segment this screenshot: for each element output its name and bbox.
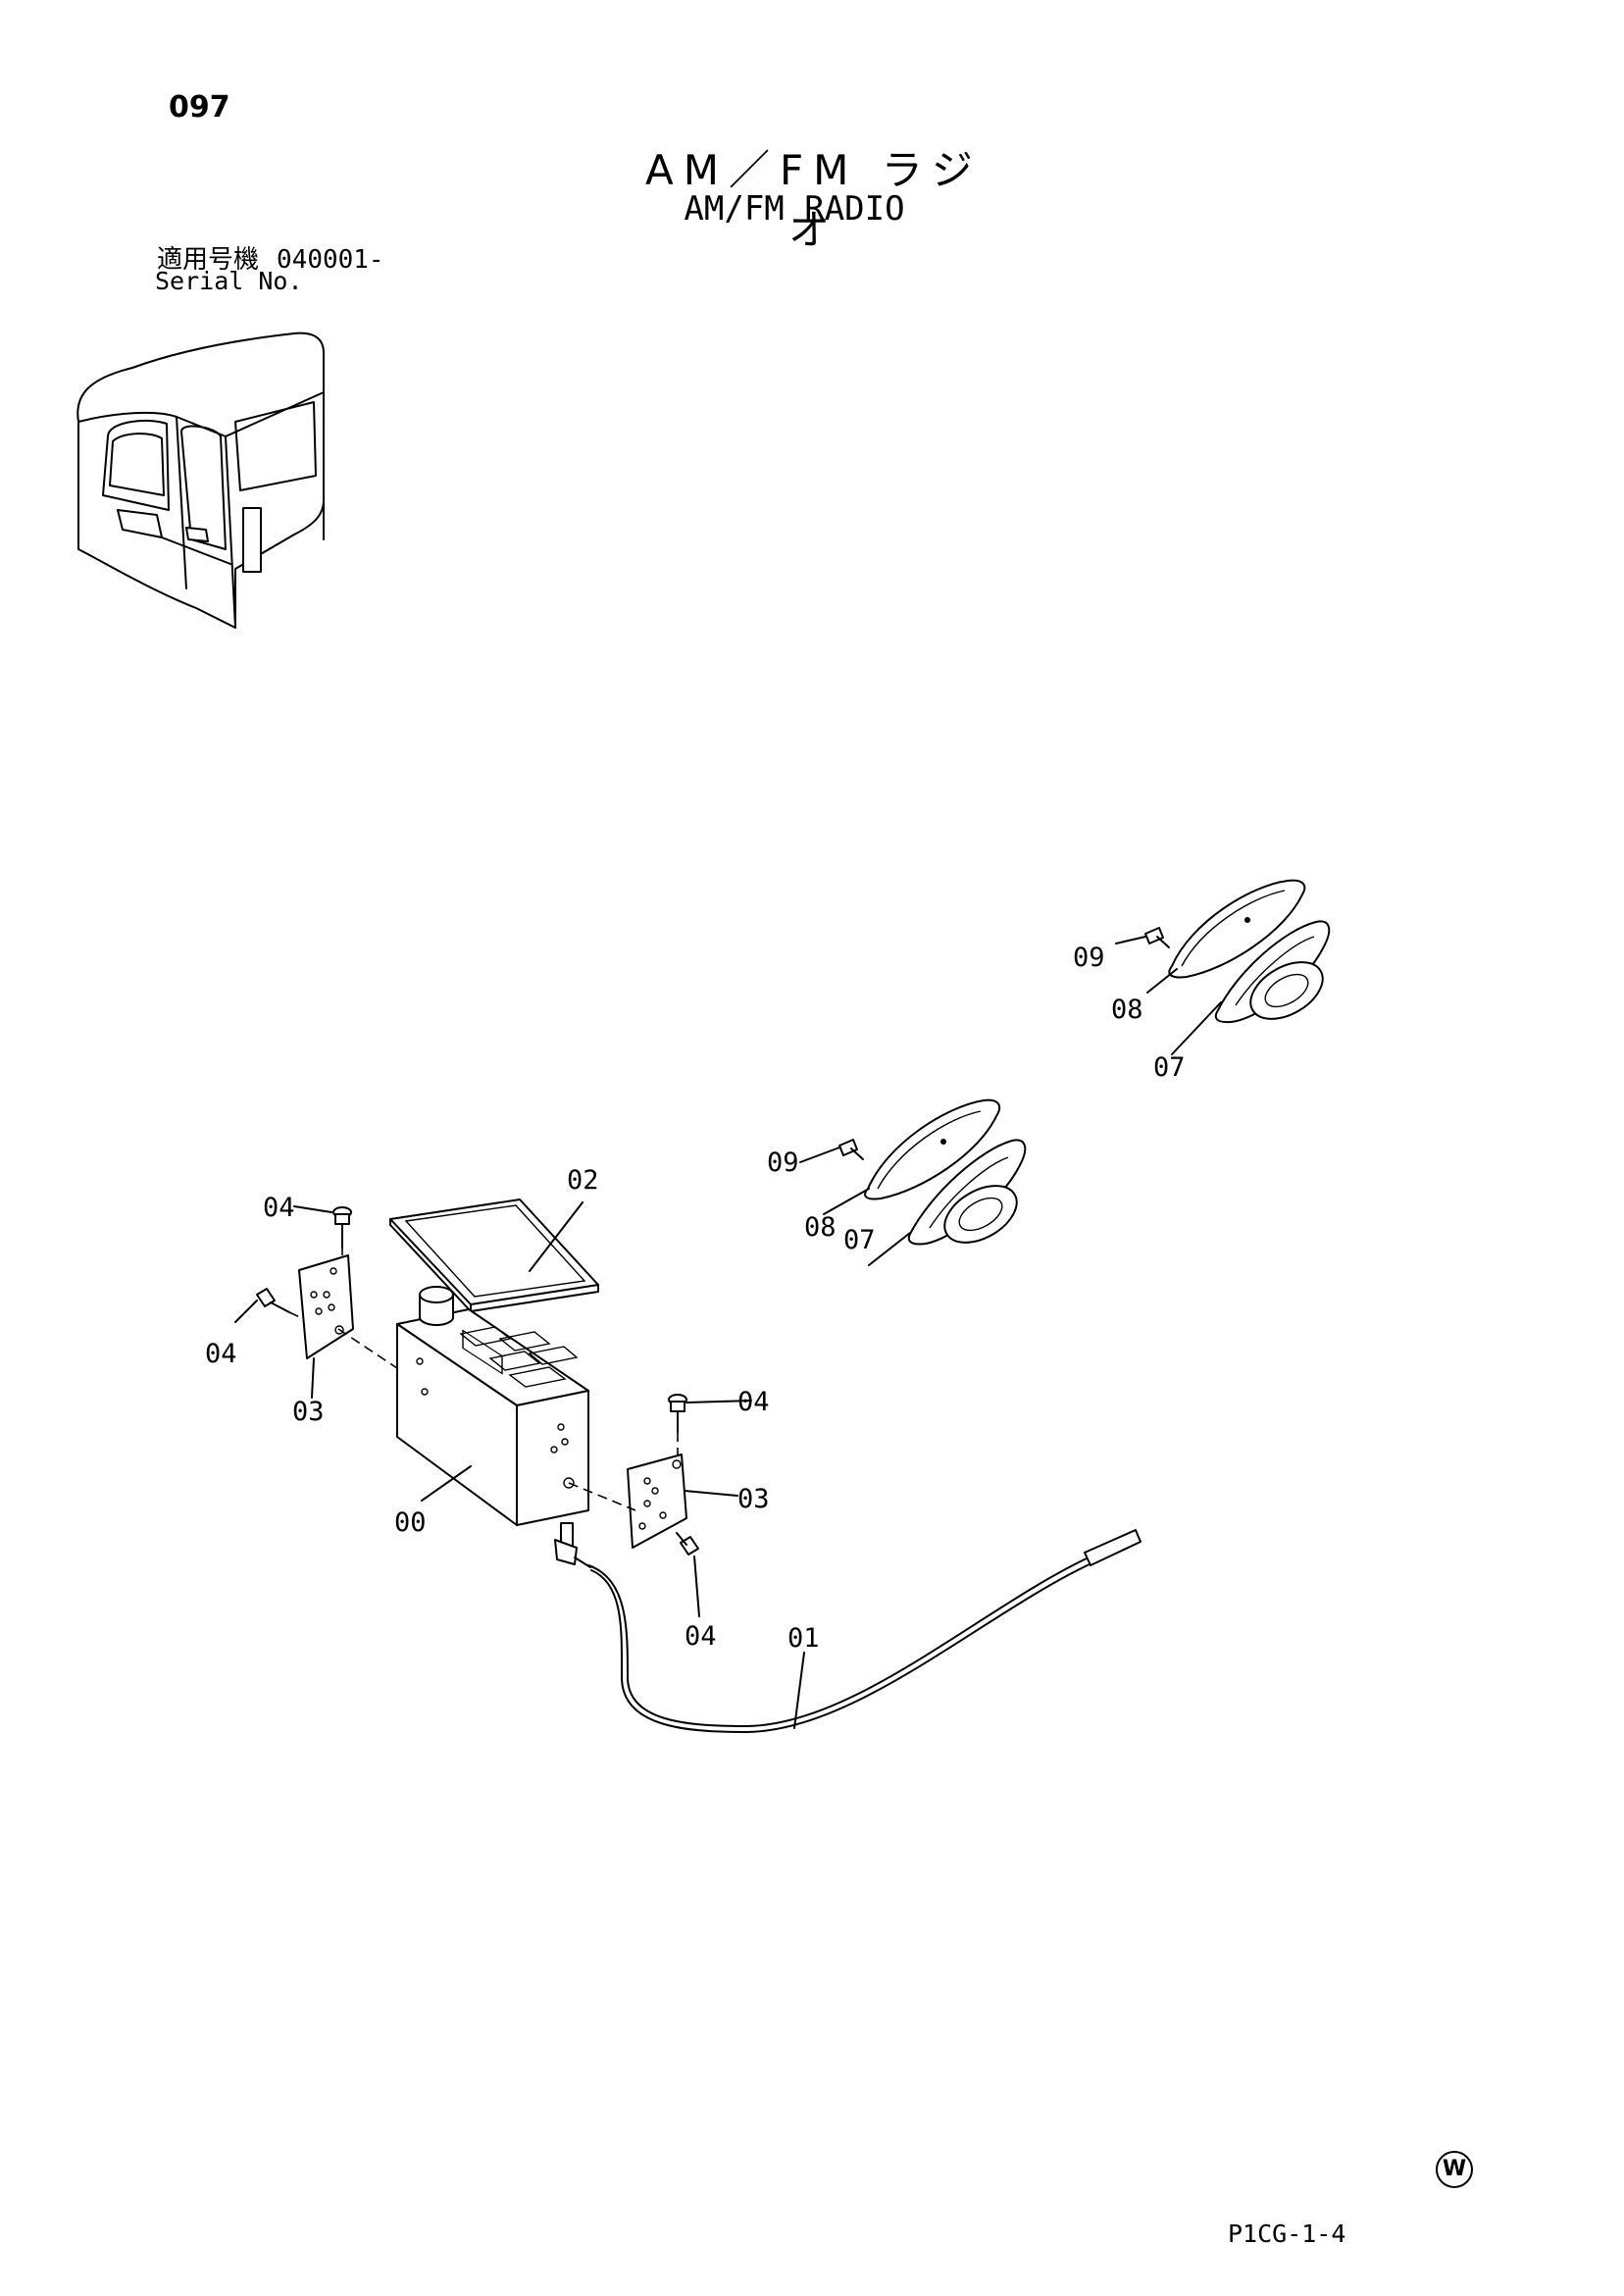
serial-label: Serial No. <box>155 267 303 295</box>
callout-00: 00 <box>394 1507 427 1538</box>
bolt-04-top-left <box>332 1206 352 1249</box>
bracket-03-left <box>298 1254 354 1359</box>
callout-04-top-left: 04 <box>263 1193 295 1223</box>
speaker-right <box>1168 879 1331 1024</box>
applicable-serial: 適用号機 040001- <box>157 239 384 276</box>
callout-07-right: 07 <box>1153 1052 1186 1083</box>
bolt-04-right-top <box>668 1394 687 1433</box>
callout-04-left: 04 <box>205 1339 237 1369</box>
leader-lines <box>234 936 1222 1729</box>
antenna-cable-01 <box>554 1522 1142 1733</box>
title-english: AM/FM RADIO <box>684 189 905 229</box>
bolt-04-left <box>256 1288 290 1313</box>
callout-09-left: 09 <box>767 1148 799 1178</box>
callout-08-left: 08 <box>804 1212 837 1243</box>
callout-03-right: 03 <box>737 1484 770 1514</box>
screw-09-right <box>1144 927 1170 948</box>
callout-07-left: 07 <box>843 1225 876 1255</box>
callout-02: 02 <box>567 1165 599 1196</box>
callout-04-right-top: 04 <box>737 1387 770 1417</box>
callout-08-right: 08 <box>1111 995 1143 1025</box>
title-japanese: AM／FM ラジオ <box>645 146 983 254</box>
bracket-03-right <box>627 1454 687 1549</box>
screw-09-left <box>838 1139 864 1160</box>
page-number: 097 <box>169 90 230 125</box>
callout-09-right: 09 <box>1073 943 1105 973</box>
callout-04-right-bottom: 04 <box>685 1621 717 1652</box>
applicable-label: 適用号機 <box>157 245 260 275</box>
bolt-04-right-bottom <box>676 1532 699 1556</box>
watermark-w-icon: W <box>1436 2151 1473 2188</box>
radio-cover-02 <box>389 1199 599 1312</box>
callout-03-left: 03 <box>292 1397 325 1427</box>
callout-01: 01 <box>787 1623 820 1654</box>
radio-unit-00 <box>396 1286 589 1526</box>
speaker-left <box>864 1098 1027 1246</box>
cab-location-view <box>76 332 325 629</box>
drawing-code: P1CG-1-4 <box>1228 2219 1346 2248</box>
serial-start: 040001- <box>277 245 384 275</box>
